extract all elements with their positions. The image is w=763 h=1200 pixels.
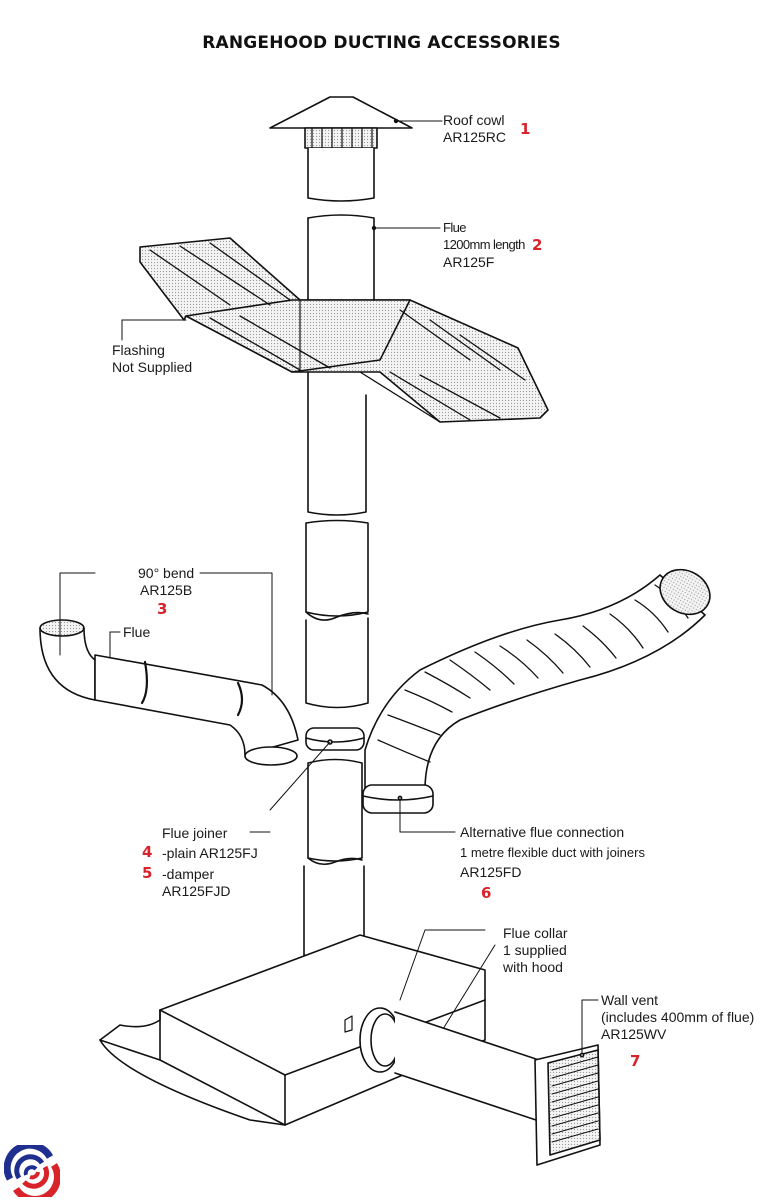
flue-label: Flue 1200mm length: [443, 219, 525, 253]
part-number-6: 6: [481, 884, 492, 902]
flue-collar-note: Flue collar 1 supplied with hood: [503, 925, 568, 976]
wall-vent-label: Wall vent (includes 400mm of flue) AR125…: [601, 992, 754, 1043]
part-number-7: 7: [630, 1052, 641, 1070]
alt-flue-detail: 1 metre flexible duct with joiners: [460, 845, 645, 860]
part-number-2: 2: [532, 236, 543, 254]
flashing-drawing: [121, 237, 549, 423]
part-name: Flue: [443, 220, 466, 235]
bend-and-flue-drawing: [39, 572, 331, 833]
part-name: 90° bend: [138, 565, 195, 581]
part-code: AR125WV: [601, 1026, 667, 1042]
part-name: Wall vent: [601, 992, 659, 1008]
part-number-1: 1: [520, 120, 531, 138]
part-detail: 1200mm length: [443, 237, 525, 252]
joiner-plain-label: -plain AR125FJ: [162, 845, 258, 861]
page-title: RANGEHOOD DUCTING ACCESSORIES: [202, 33, 561, 53]
note-line: 1 supplied: [503, 942, 567, 958]
part-number-3: 3: [157, 600, 168, 618]
flue-code: AR125F: [443, 254, 495, 270]
part-number-5: 5: [142, 864, 153, 882]
part-number-4: 4: [142, 843, 153, 861]
roof-cowl-drawing: [269, 96, 443, 202]
roof-cowl-label: Roof cowl AR125RC: [443, 112, 506, 146]
note-line: with hood: [503, 959, 563, 975]
brand-logo-icon: [4, 1145, 60, 1197]
part-code: AR125RC: [443, 129, 507, 145]
flue-joiner-label: Flue joiner: [162, 825, 228, 841]
flashing-note: Flashing Not Supplied: [112, 342, 192, 376]
wall-vent-drawing: [359, 999, 601, 1166]
part-detail: (includes 400mm of flue): [601, 1009, 755, 1025]
joiner-damper-label: -damper AR125FJD: [162, 866, 230, 900]
part-name: Roof cowl: [443, 112, 505, 128]
alt-flue-code: AR125FD: [460, 864, 522, 880]
note-line: Flashing: [112, 342, 165, 358]
part-code: AR125B: [140, 582, 193, 598]
flexible-duct-drawing: [362, 568, 711, 833]
horizontal-flue-label: Flue: [123, 624, 151, 640]
note-line: Flue collar: [503, 925, 568, 941]
note-line: Not Supplied: [112, 359, 193, 375]
part-code: AR125FJD: [162, 883, 231, 899]
alt-flue-label: Alternative flue connection: [460, 824, 625, 840]
part-variant: -damper: [162, 866, 215, 882]
bend-label: 90° bend AR125B: [138, 565, 194, 599]
rangehood-drawing: [99, 929, 496, 1126]
